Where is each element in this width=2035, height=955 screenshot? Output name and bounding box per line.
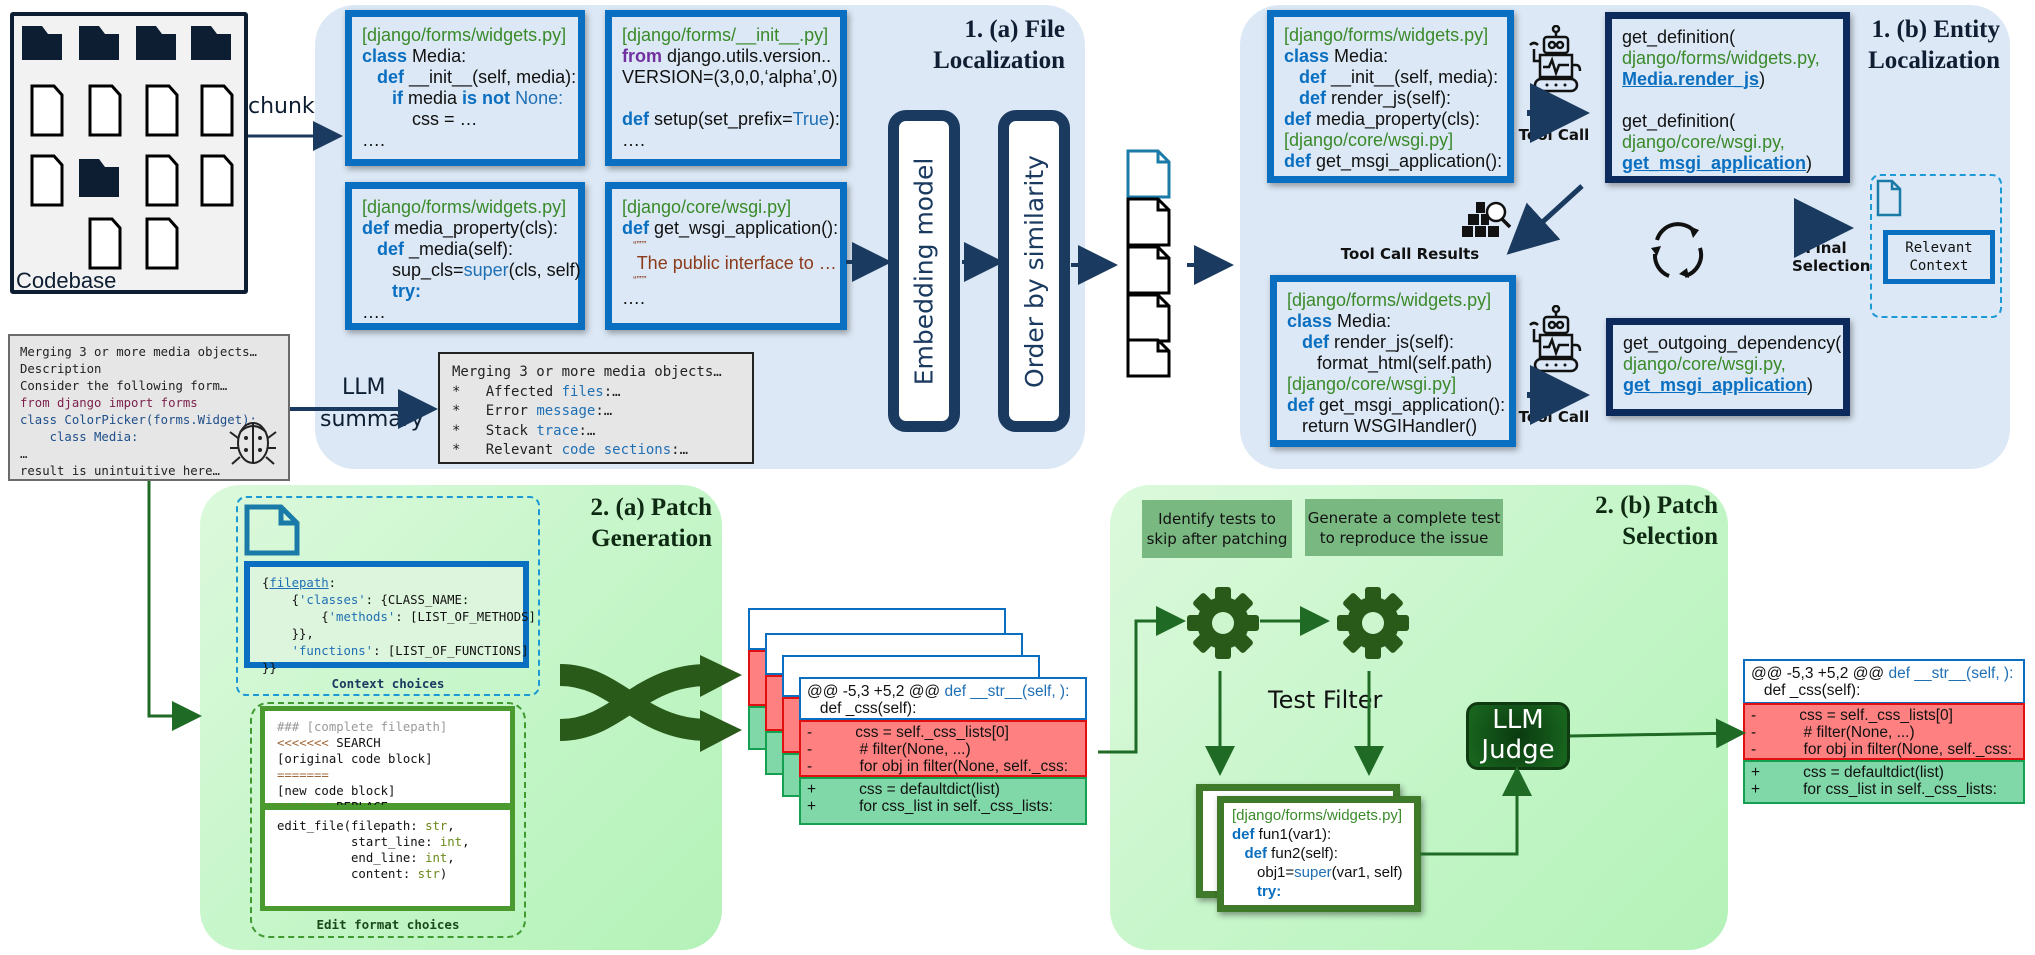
- context-choices-container: [236, 496, 540, 696]
- entity-localization-title: 1. (b) Entity Localization: [1868, 16, 2000, 74]
- generate-test-step: Generate a complete test to reproduce th…: [1305, 499, 1503, 556]
- chunk-card: [django/forms/__init__.py]from django.ut…: [605, 10, 847, 166]
- iteration-loop-icon: [1651, 222, 1704, 278]
- final-selection-label: Final Selection: [1792, 239, 1871, 275]
- tool-call-card: get_outgoing_dependency(django/core/wsgi…: [1606, 318, 1850, 416]
- robot-agent-icon: [1529, 25, 1582, 93]
- file-icon: [244, 504, 300, 556]
- file-icon: [145, 154, 179, 207]
- relevant-context-container: [1870, 174, 2002, 318]
- folder-icon: [191, 26, 231, 60]
- test-filter-label: Test Filter: [1268, 686, 1383, 714]
- chunk-card: [django/forms/widgets.py]class Media: de…: [345, 10, 585, 166]
- folder-icon: [79, 159, 119, 197]
- chunk-card: [django/core/wsgi.py]def get_wsgi_applic…: [605, 182, 847, 330]
- shuffle-icon: [559, 655, 742, 752]
- file-icon: [1126, 197, 1171, 247]
- robot-agent-icon: [1529, 305, 1582, 373]
- tool-call-results-label: Tool Call Results: [1340, 245, 1480, 263]
- folder-icon: [136, 26, 176, 60]
- tool-call-label: Tool Call: [1518, 126, 1590, 144]
- issue-description-box: Merging 3 or more media objects…Descript…: [8, 334, 290, 481]
- file-icon: [88, 217, 122, 270]
- tool-call-label: Tool Call: [1518, 408, 1590, 426]
- context-choices-caption: Context choices: [331, 676, 445, 691]
- llm-label: LLM: [342, 375, 386, 400]
- gear-icon: [1337, 587, 1409, 659]
- summary-label: summary: [320, 407, 424, 432]
- patch-selection-title: 2. (b) Patch Selection: [1595, 492, 1718, 550]
- codebase-label: Codebase: [16, 268, 117, 293]
- file-icon: [30, 154, 64, 207]
- file-icon: [30, 84, 64, 137]
- search-replace-format-box: ### [complete filepath]<<<<<<< SEARCH[or…: [260, 706, 515, 814]
- folder-icon: [22, 26, 62, 60]
- file-icon: [200, 84, 234, 137]
- context-format-box: {filepath: {'classes': {CLASS_NAME: {'me…: [244, 561, 536, 675]
- top-ranked-file-icon: [1126, 149, 1171, 199]
- relevant-context-box: Relevant Context: [1883, 230, 1995, 284]
- codebase-contents: [22, 26, 234, 270]
- issue-to-patchgen-arrow: [147, 481, 202, 731]
- tool-call-card: get_definition(django/forms/widgets.py,M…: [1605, 12, 1850, 183]
- patch-generation-title: 2. (a) Patch Generation: [590, 494, 713, 552]
- database-search-icon: [1462, 201, 1512, 237]
- file-icon: [1126, 338, 1171, 378]
- embedding-model-box: Embedding model: [888, 110, 960, 432]
- bug-icon: [229, 422, 277, 465]
- file-icon: [1876, 179, 1902, 217]
- edit-format-caption: Edit format choices: [316, 917, 460, 932]
- test-card: [django/forms/widgets.py]def fun1(var1):…: [1217, 796, 1421, 912]
- identify-tests-step: Identify tests to skip after patching: [1142, 500, 1292, 558]
- selected-patch: @@ -5,3 +5,2 @@ def __str__(self, ): def…: [1743, 659, 2025, 811]
- llm-judge-box: LLM Judge: [1466, 702, 1570, 770]
- file-localization-title: 1. (a) File Localization: [933, 16, 1065, 74]
- patch-candidate-front: @@ -5,3 +5,2 @@ def __str__(self, ): def…: [799, 677, 1087, 829]
- edit-file-format-box: edit_file(filepath: str, start_line: int…: [260, 805, 515, 911]
- llm-summary-box: Merging 3 or more media objects…* Affect…: [438, 352, 754, 464]
- gear-icon: [1187, 587, 1259, 659]
- ranked-files: [1126, 149, 1171, 378]
- tool-result-card: [django/forms/widgets.py]class Media: de…: [1270, 275, 1516, 447]
- file-icon: [145, 84, 179, 137]
- file-icon: [88, 84, 122, 137]
- context-card: [django/forms/widgets.py]class Media: de…: [1267, 10, 1514, 183]
- file-icon: [1126, 245, 1171, 295]
- codebase-box: [10, 12, 248, 294]
- file-icon: [145, 217, 179, 270]
- order-by-similarity-box: Order by similarity: [998, 110, 1070, 432]
- edit-format-container: [250, 702, 526, 938]
- file-icon: [200, 154, 234, 207]
- chunk-card: [django/forms/widgets.py]def media_prope…: [345, 182, 585, 330]
- file-icon: [1126, 293, 1171, 343]
- folder-icon: [79, 26, 119, 60]
